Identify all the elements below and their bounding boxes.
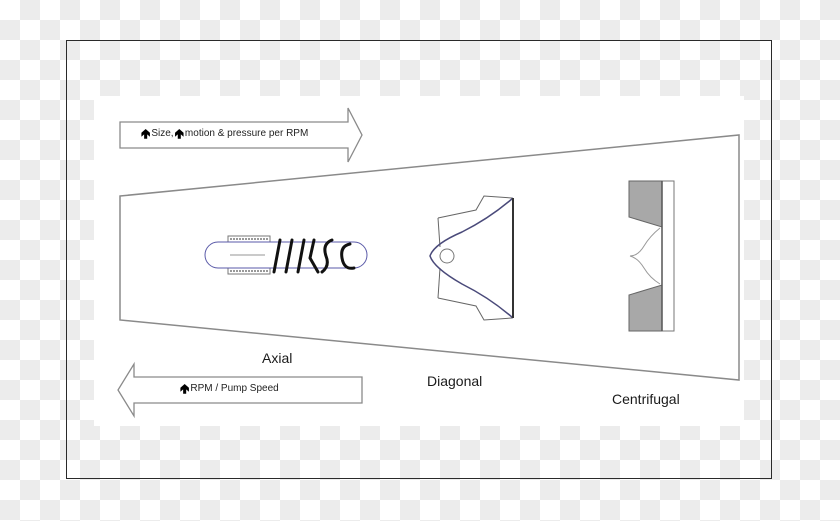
axial-impeller-icon [204, 235, 368, 275]
diagram-frame [66, 40, 772, 479]
diagonal-label: Diagonal [427, 373, 483, 389]
pump-range-trapezoid [119, 134, 740, 381]
centrifugal-label: Centrifugal [612, 391, 680, 407]
size-text: Size, [151, 128, 174, 139]
increase-size-arrow [119, 107, 363, 163]
axial-label: Axial [262, 350, 293, 366]
up-arrow-icon: 🢁 [180, 381, 190, 396]
top-arrow-label: 🢁 Size, 🢁 motion & pressure per RPM [141, 127, 308, 140]
bottom-arrow-label: 🢁 RPM / Pump Speed [180, 382, 279, 395]
motion-pressure-text: motion & pressure per RPM [184, 128, 309, 139]
centrifugal-impeller-icon [628, 180, 675, 332]
up-arrow-icon: 🢁 [141, 126, 151, 141]
up-arrow-icon: 🢁 [174, 126, 184, 141]
increase-rpm-arrow [117, 361, 363, 419]
rpm-speed-text: RPM / Pump Speed [190, 383, 279, 394]
diagonal-impeller-icon [429, 195, 514, 321]
